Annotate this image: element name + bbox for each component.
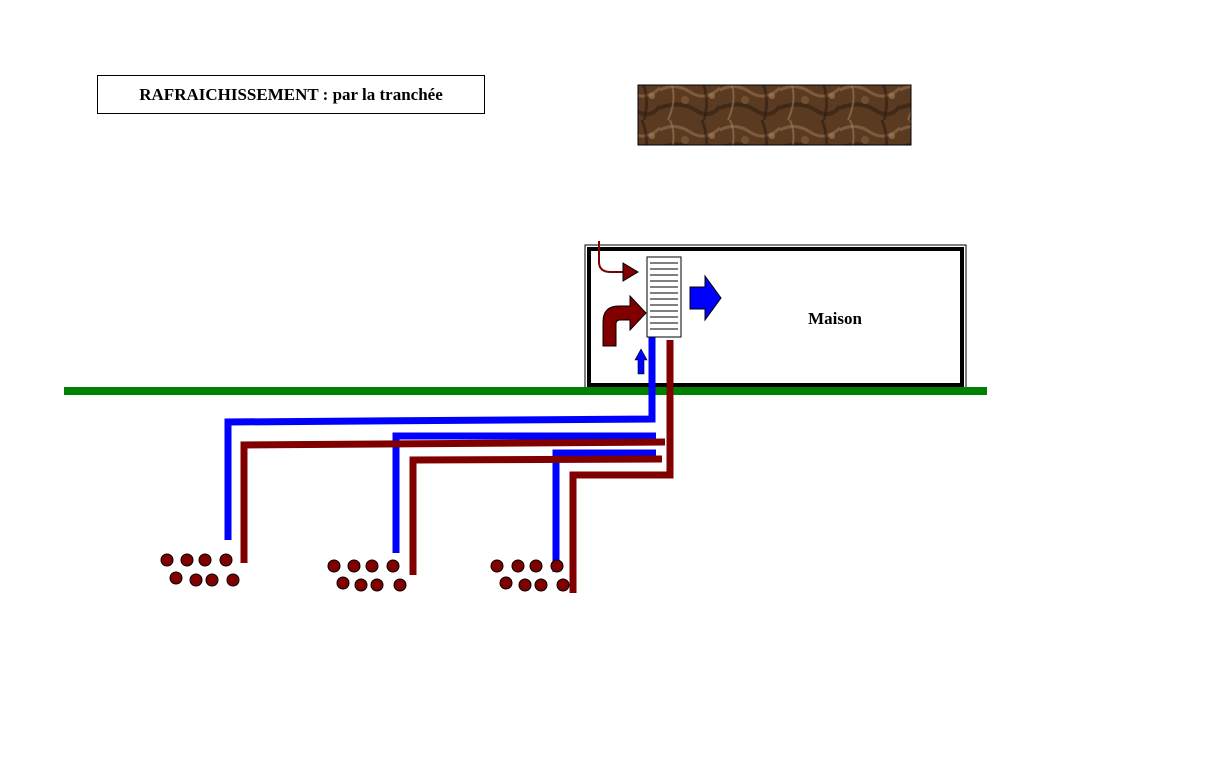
heat-exchanger-unit [646, 256, 682, 338]
warm-air-curved-arrow-icon [602, 294, 647, 347]
warm-pipes [240, 340, 674, 593]
cold-pipe-trench-3 [552, 449, 656, 572]
cold-pipes [224, 335, 656, 572]
ground-line [64, 387, 987, 395]
house-label: Maison [808, 309, 862, 328]
cool-air-output-arrow-icon [689, 274, 722, 322]
warm-pipe-trench-3 [569, 340, 674, 593]
ground-texture-swatch [637, 84, 912, 146]
pipe-bundle-1 [160, 553, 240, 587]
pipe-bundle-2 [327, 559, 407, 592]
warm-pipe-trench-1 [240, 438, 666, 563]
house-inner-border [587, 247, 964, 387]
cold-air-up-arrow-icon [634, 348, 648, 375]
warm-pipe-trench-2 [409, 455, 663, 575]
cold-pipe-trench-2 [392, 432, 656, 553]
diagram-title: RAFRAICHISSEMENT : par la tranchée [97, 75, 485, 114]
air-intake-arrow-icon [598, 241, 639, 282]
pipe-bundle-3 [490, 559, 570, 592]
cold-pipe-trench-1 [224, 335, 656, 540]
